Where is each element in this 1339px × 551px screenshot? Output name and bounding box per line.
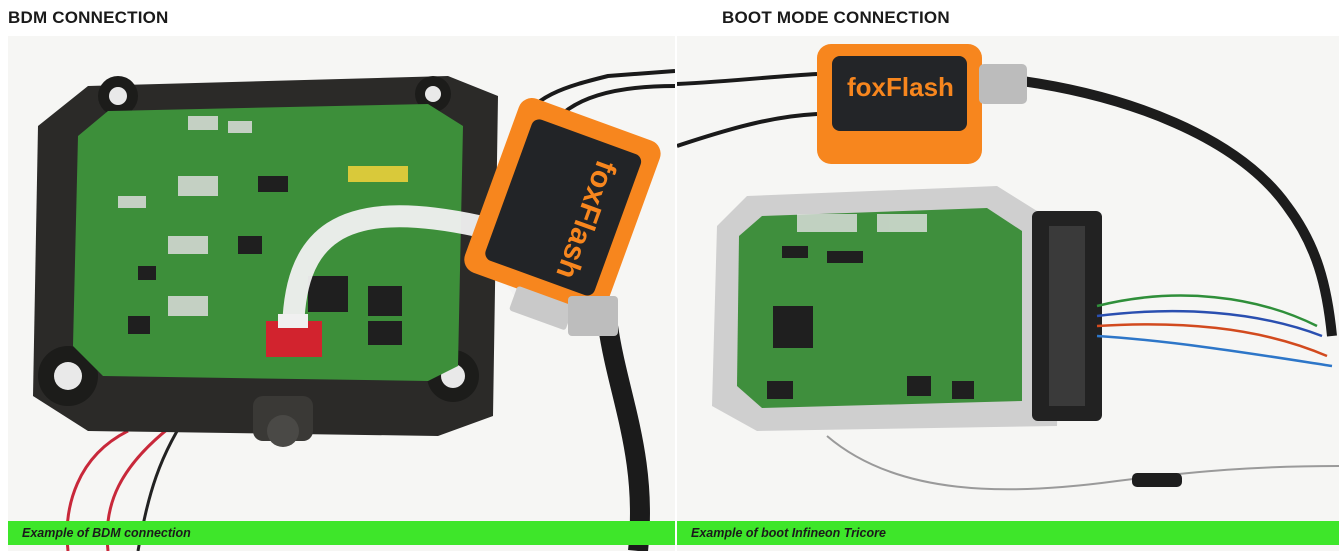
- boot-caption: Example of boot Infineon Tricore: [691, 526, 886, 540]
- bdm-connection-title: BDM CONNECTION: [8, 8, 169, 27]
- boot-mode-connection-title: BOOT MODE CONNECTION: [722, 8, 950, 27]
- tricore-ecu-housing: [712, 186, 1102, 431]
- boot-caption-bar: Example of boot Infineon Tricore: [677, 521, 1339, 545]
- boot-photo-drawing: foxFlash: [677, 44, 1339, 491]
- foxflash-logo-right: foxFlash: [847, 72, 954, 102]
- alligator-clip: [1132, 473, 1182, 487]
- bdm-caption-bar: Example of BDM connection: [8, 521, 675, 545]
- foxflash-device: foxFlash: [464, 98, 661, 330]
- boot-mode-connection-photo: foxFlash: [677, 36, 1339, 551]
- foxflash-device-boot: foxFlash: [817, 44, 1027, 164]
- bdm-connection-photo: foxFlash Example of BDM connection: [8, 36, 675, 551]
- bdm-caption: Example of BDM connection: [22, 526, 191, 540]
- ecu-circuit-board: [73, 104, 463, 381]
- bdm-photo-drawing: foxFlash: [33, 69, 675, 551]
